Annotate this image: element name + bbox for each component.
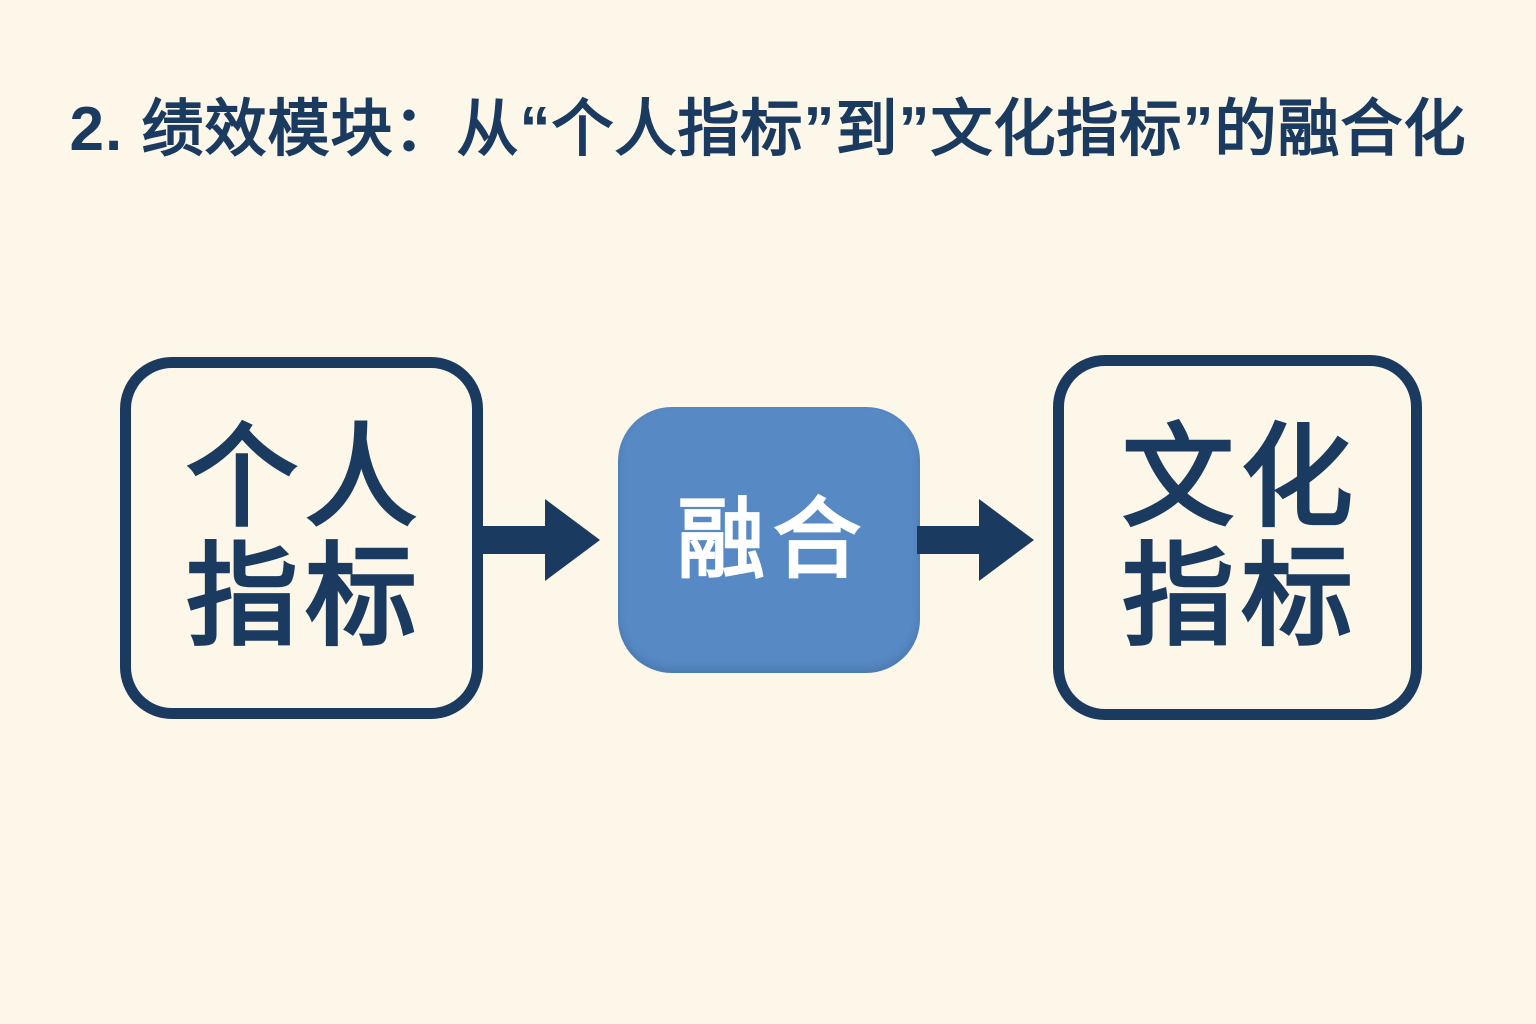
node-culture-label-line1: 文化	[1122, 414, 1360, 540]
node-fusion-label: 融合	[676, 490, 869, 589]
node-culture-label-line2: 指标	[1122, 533, 1360, 659]
arrow-right-icon	[483, 498, 601, 582]
node-culture-indicators: 文化 指标	[1053, 355, 1422, 720]
node-personal-indicators: 个人 指标	[120, 357, 483, 719]
arrow-right-icon	[917, 498, 1035, 582]
node-personal-label-line1: 个人	[186, 415, 424, 541]
node-fusion: 融合	[618, 407, 920, 673]
node-personal-label-line2: 指标	[186, 534, 424, 659]
slide-title: 2. 绩效模块：从“个人指标”到”文化指标”的融合化	[69, 95, 1467, 164]
